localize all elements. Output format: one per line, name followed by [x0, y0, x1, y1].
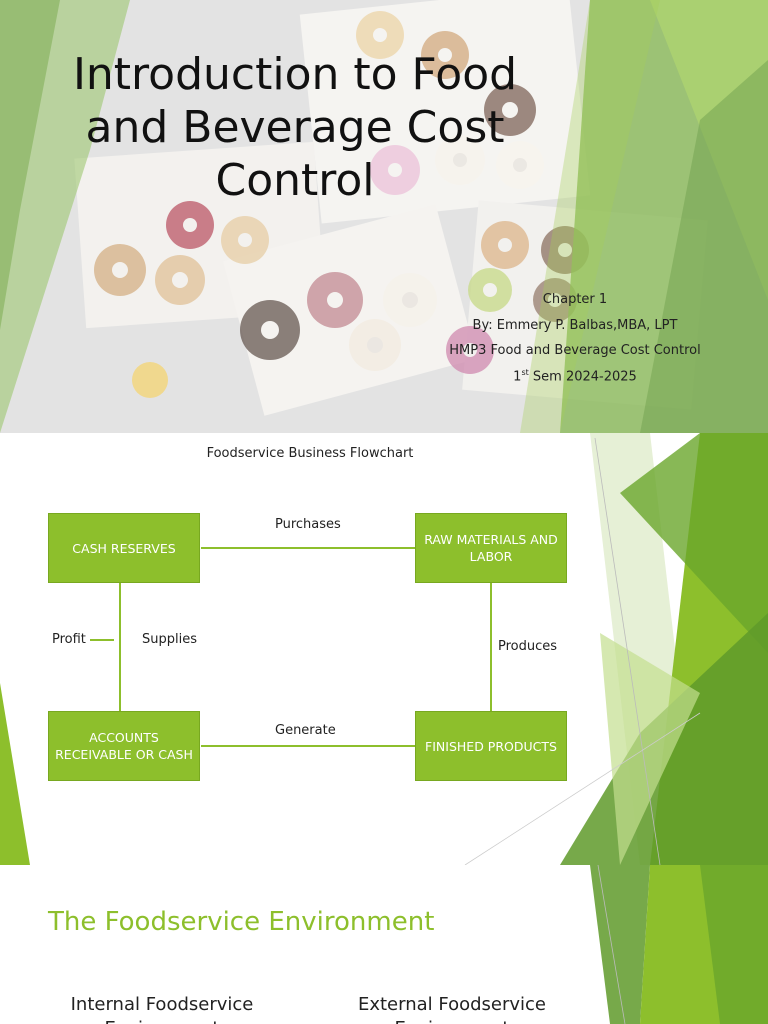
semester-ordinal: st [521, 368, 529, 377]
flowchart-title: Foodservice Business Flowchart [206, 446, 414, 461]
slide-decoration [590, 865, 768, 1024]
course-label: HMP3 Food and Beverage Cost Control [449, 343, 701, 358]
semester-years: Sem 2024-2025 [528, 369, 637, 385]
accounts-receivable-box: ACCOUNTS RECEIVABLE OR CASH [48, 711, 200, 781]
cash-reserves-box: CASH RESERVES [48, 513, 200, 583]
produces-label: Produces [498, 639, 558, 654]
purchases-label: Purchases [275, 517, 341, 532]
presentation-title: Introduction to Food and Beverage Cost C… [72, 49, 518, 206]
chapter-label: Chapter 1 [542, 292, 608, 307]
finished-products-box: FINISHED PRODUCTS [415, 711, 567, 781]
semester-label: 1st Sem 2024-2025 [420, 368, 730, 384]
supplies-label: Supplies [142, 632, 197, 647]
external-environment-label: External Foodservice Environment [357, 994, 547, 1024]
semester-number: 1 [513, 369, 522, 385]
slide-decoration [0, 433, 768, 865]
donut-background-image [0, 0, 768, 433]
profit-label: Profit [52, 632, 86, 647]
author-label: By: Emmery P. Balbas,MBA, LPT [472, 318, 678, 333]
title-slide: Introduction to Food and Beverage Cost C… [0, 0, 768, 433]
environment-slide: The Foodservice Environment Internal Foo… [0, 865, 768, 1024]
raw-materials-box: RAW MATERIALS AND LABOR [415, 513, 567, 583]
section-heading: The Foodservice Environment [48, 907, 435, 937]
internal-environment-label: Internal Foodservice Environment [70, 994, 254, 1024]
flowchart-slide: Foodservice Business Flowchart CASH RESE… [0, 433, 768, 865]
generate-label: Generate [275, 723, 336, 738]
